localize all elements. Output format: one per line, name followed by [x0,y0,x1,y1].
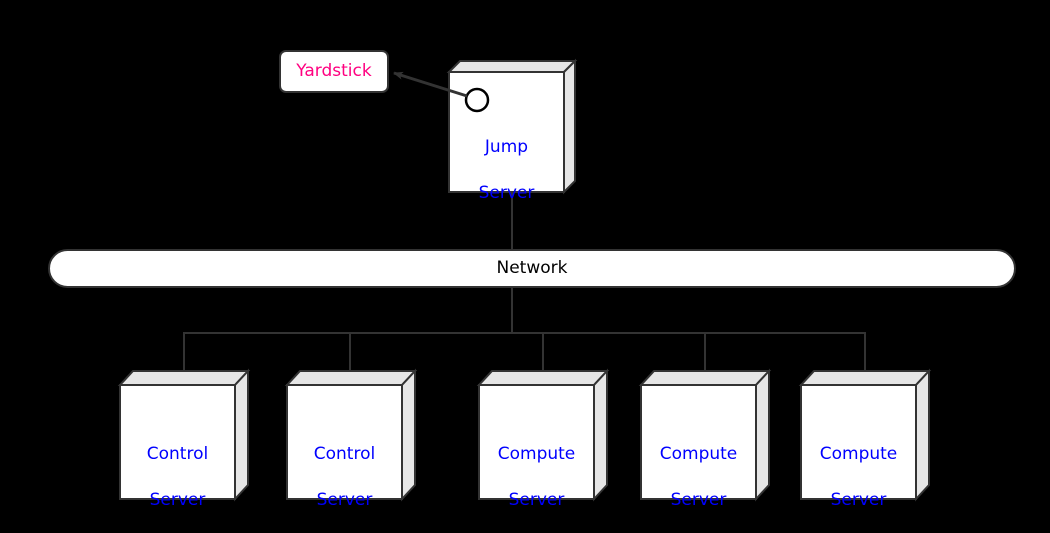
jump-server-node[interactable] [446,58,578,195]
compute-server-2-node[interactable] [638,368,772,502]
control-server-2-front-face [286,384,403,500]
compute-server-1-front-face [478,384,595,500]
control-server-2-node[interactable] [284,368,418,502]
compute-server-3-top-face [798,370,932,386]
control-server-1-top-face [117,370,251,386]
compute-server-2-top-face [638,370,772,386]
compute-server-1-top-face [476,370,610,386]
network-bar[interactable] [48,249,1016,288]
control-server-1-front-face [119,384,236,500]
control-server-2-top-face [284,370,418,386]
jump-server-front-face [448,71,565,193]
arrow-jump-to-yardstick [393,71,468,98]
compute-server-2-front-face [640,384,757,500]
control-server-2-side-face [401,368,416,502]
yardstick-label: Yardstick [296,61,372,81]
compute-server-3-side-face [915,368,930,502]
compute-server-3-front-face [800,384,917,500]
jump-server-interface-port-icon[interactable] [464,87,490,113]
yardstick-box[interactable] [279,50,389,93]
jump-server-top-face [446,60,578,73]
control-server-1-side-face [234,368,249,502]
compute-server-1-node[interactable] [476,368,610,502]
compute-server-2-side-face [755,368,770,502]
network-label: Network [496,258,568,278]
compute-server-3-node[interactable] [798,368,932,502]
jump-server-side-face [563,58,576,195]
compute-server-1-side-face [593,368,608,502]
control-server-1-node[interactable] [117,368,251,502]
